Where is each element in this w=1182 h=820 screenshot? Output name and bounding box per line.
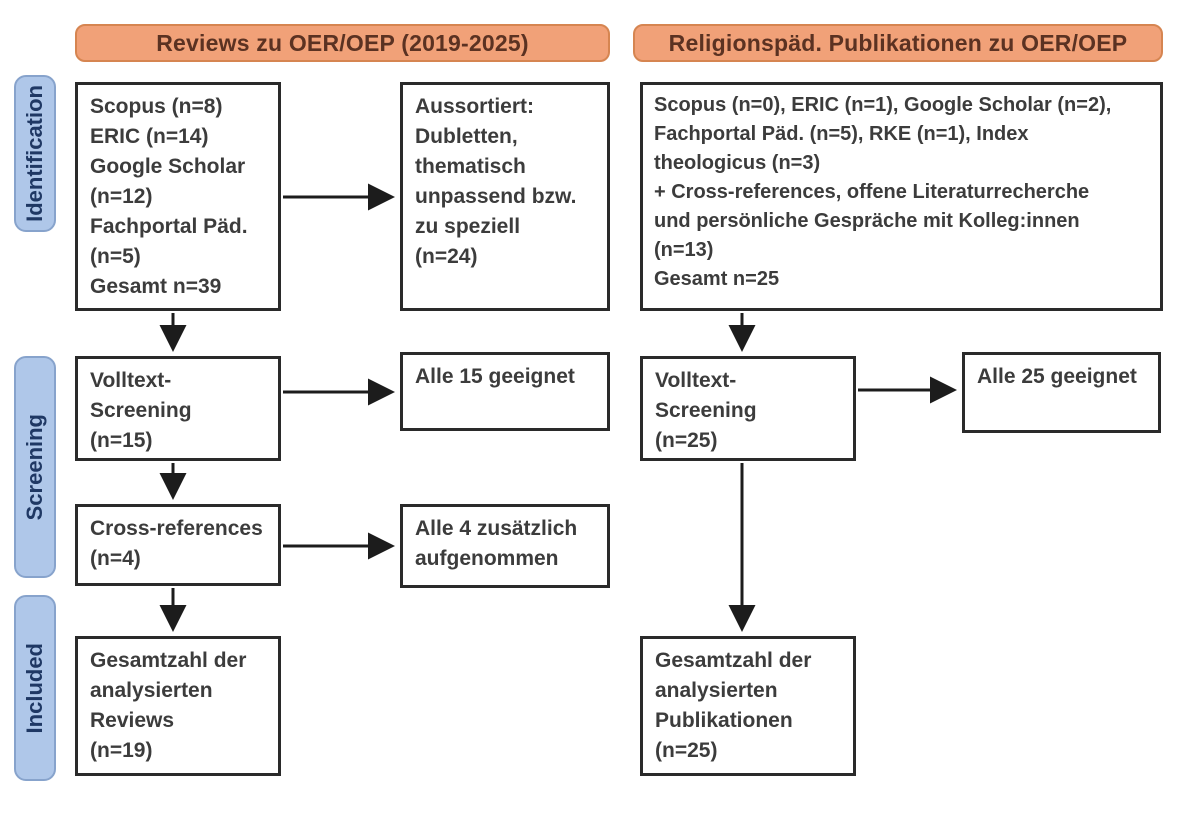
box-right-included-total-text: Gesamtzahl der analysierten Publikatione… (655, 649, 812, 762)
stage-label-included: Included (14, 595, 56, 781)
box-left-crossreferences-result-text: Alle 4 zusätzlich aufgenommen (415, 517, 578, 570)
box-right-included-total: Gesamtzahl der analysierten Publikatione… (640, 636, 856, 776)
box-left-included-total-text: Gesamtzahl der analysierten Reviews (n=1… (90, 649, 247, 762)
box-left-identification-sources: Scopus (n=8) ERIC (n=14) Google Scholar … (75, 82, 281, 311)
box-right-identification-sources-text: Scopus (n=0), ERIC (n=1), Google Scholar… (654, 94, 1112, 290)
box-left-fulltext-result: Alle 15 geeignet (400, 352, 610, 431)
box-right-identification-sources: Scopus (n=0), ERIC (n=1), Google Scholar… (640, 82, 1163, 311)
column-header-reviews: Reviews zu OER/OEP (2019-2025) (75, 24, 610, 62)
box-right-fulltext-screening-text: Volltext- Screening (n=25) (655, 369, 757, 452)
box-left-fulltext-result-text: Alle 15 geeignet (415, 365, 575, 388)
box-left-identification-sources-text: Scopus (n=8) ERIC (n=14) Google Scholar … (90, 95, 248, 298)
box-left-excluded-text: Aussortiert: Dubletten, thematisch unpas… (415, 95, 577, 268)
column-header-religionspaed: Religionspäd. Publikationen zu OER/OEP (633, 24, 1163, 62)
stage-label-screening-text: Screening (22, 413, 47, 521)
stage-label-identification: Identification (14, 75, 56, 232)
box-right-fulltext-result: Alle 25 geeignet (962, 352, 1161, 433)
box-left-included-total: Gesamtzahl der analysierten Reviews (n=1… (75, 636, 281, 776)
stage-label-included-text: Included (22, 642, 47, 734)
box-right-fulltext-screening: Volltext- Screening (n=25) (640, 356, 856, 461)
box-left-crossreferences-text: Cross-references (n=4) (90, 517, 263, 570)
box-left-crossreferences: Cross-references (n=4) (75, 504, 281, 586)
box-left-fulltext-screening: Volltext- Screening (n=15) (75, 356, 281, 461)
box-left-crossreferences-result: Alle 4 zusätzlich aufgenommen (400, 504, 610, 588)
box-right-fulltext-result-text: Alle 25 geeignet (977, 365, 1137, 388)
stage-label-screening: Screening (14, 356, 56, 578)
box-left-fulltext-screening-text: Volltext- Screening (n=15) (90, 369, 192, 452)
stage-label-identification-text: Identification (22, 85, 47, 222)
box-left-excluded: Aussortiert: Dubletten, thematisch unpas… (400, 82, 610, 311)
